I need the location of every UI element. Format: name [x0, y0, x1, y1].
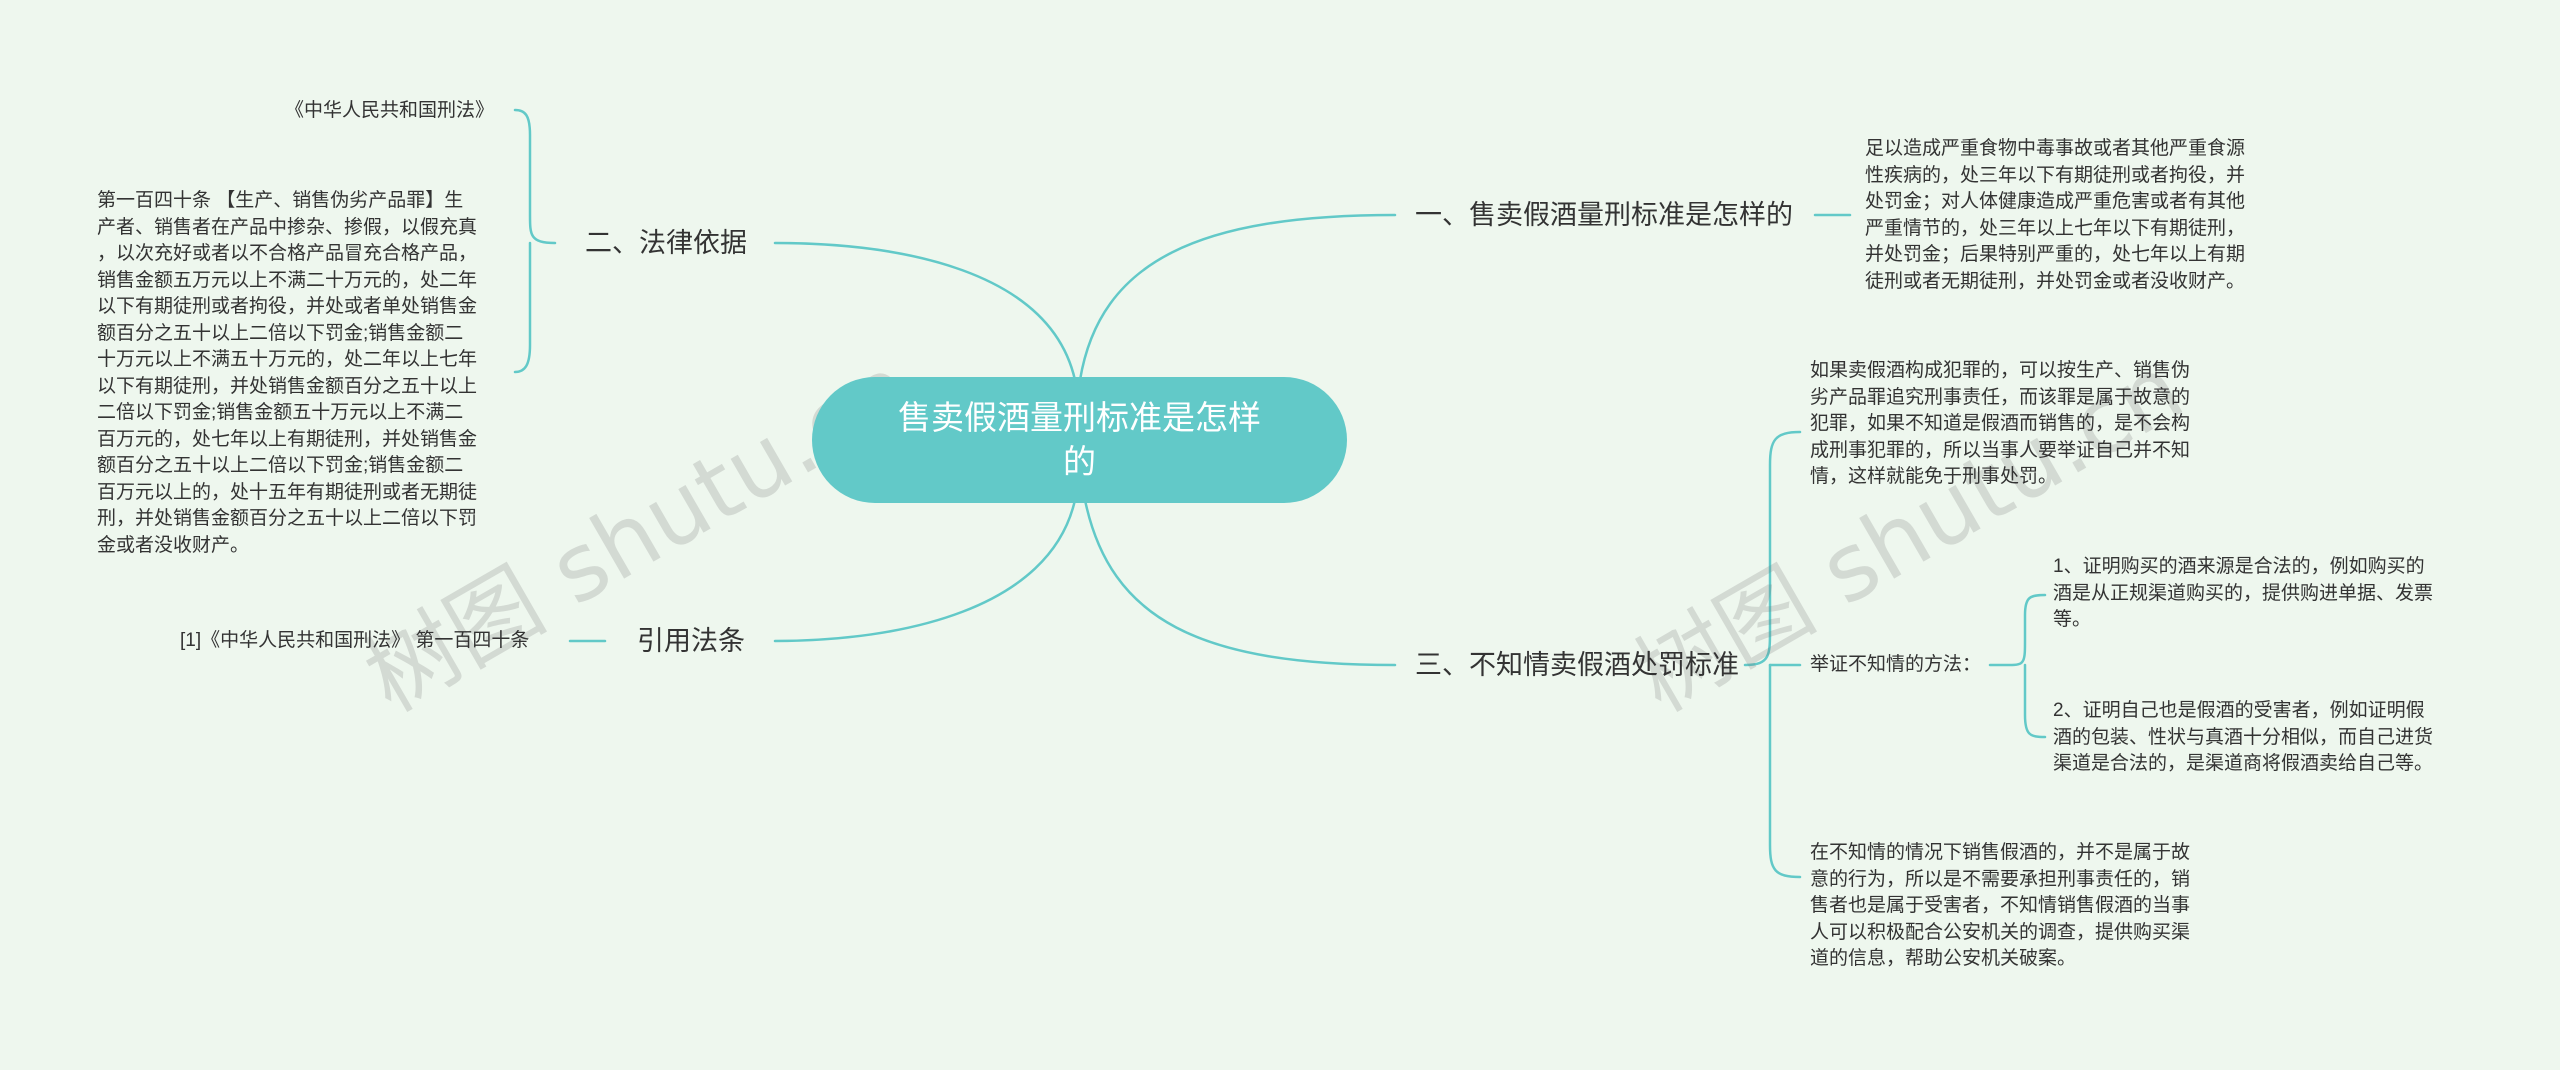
root-topic[interactable]: 售卖假酒量刑标准是怎样的 — [812, 377, 1347, 503]
leaf-proof-method-2: 2、证明自己也是假酒的受害者，例如证明假 酒的包装、性状与真酒十分相似，而自己进… — [2053, 700, 2434, 774]
link-root-b3 — [1083, 498, 1397, 667]
branch-sentencing-standard[interactable]: 一、售卖假酒量刑标准是怎样的 — [1415, 200, 1793, 230]
branch-legal-basis[interactable]: 二、法律依据 — [585, 228, 747, 258]
leaf-proof-method-1: 1、证明购买的酒来源是合法的，例如购买的 酒是从正规渠道购买的，提供购进单据、发… — [2053, 556, 2434, 630]
link-root-b1 — [1078, 213, 1397, 382]
branch-cited-articles[interactable]: 引用法条 — [637, 626, 745, 656]
link-method-1 — [1988, 593, 2047, 667]
leaf-law-article: 第一百四十条 【生产、销售伪劣产品罪】生 产者、销售者在产品中掺杂、掺假，以假充… — [97, 190, 478, 556]
link-b2-bracket-low — [513, 241, 532, 374]
leaf-citation: [1]《中华人民共和国刑法》 第一百四十条 — [180, 630, 530, 651]
link-b3-bracket — [1743, 430, 1802, 667]
branch-unknowing-penalty[interactable]: 三、不知情卖假酒处罚标准 — [1415, 650, 1739, 680]
link-root-b4 — [773, 498, 1077, 643]
leaf-unknowing-intro: 如果卖假酒构成犯罪的，可以按生产、销售伪 劣产品罪追究刑事责任，而该罪是属于故意… — [1810, 360, 2191, 487]
link-b2-bracket — [513, 108, 557, 245]
link-root-b2 — [773, 241, 1077, 382]
root-title: 售卖假酒量刑标准是怎样的 — [898, 399, 1261, 480]
leaf-law-source: 《中华人民共和国刑法》 — [285, 100, 495, 121]
leaf-proof-method-label: 举证不知情的方法： — [1810, 654, 1982, 675]
leaf-sentencing-detail: 足以造成严重食物中毒事故或者其他严重食源 性疾病的，处三年以下有期徒刑或者拘役，… — [1865, 138, 2246, 292]
link-method-2 — [2023, 663, 2047, 739]
link-b3-bracket-low — [1768, 663, 1802, 879]
leaf-unknowing-outro: 在不知情的情况下销售假酒的，并不是属于故 意的行为，所以是不需要承担刑事责任的，… — [1810, 842, 2191, 969]
